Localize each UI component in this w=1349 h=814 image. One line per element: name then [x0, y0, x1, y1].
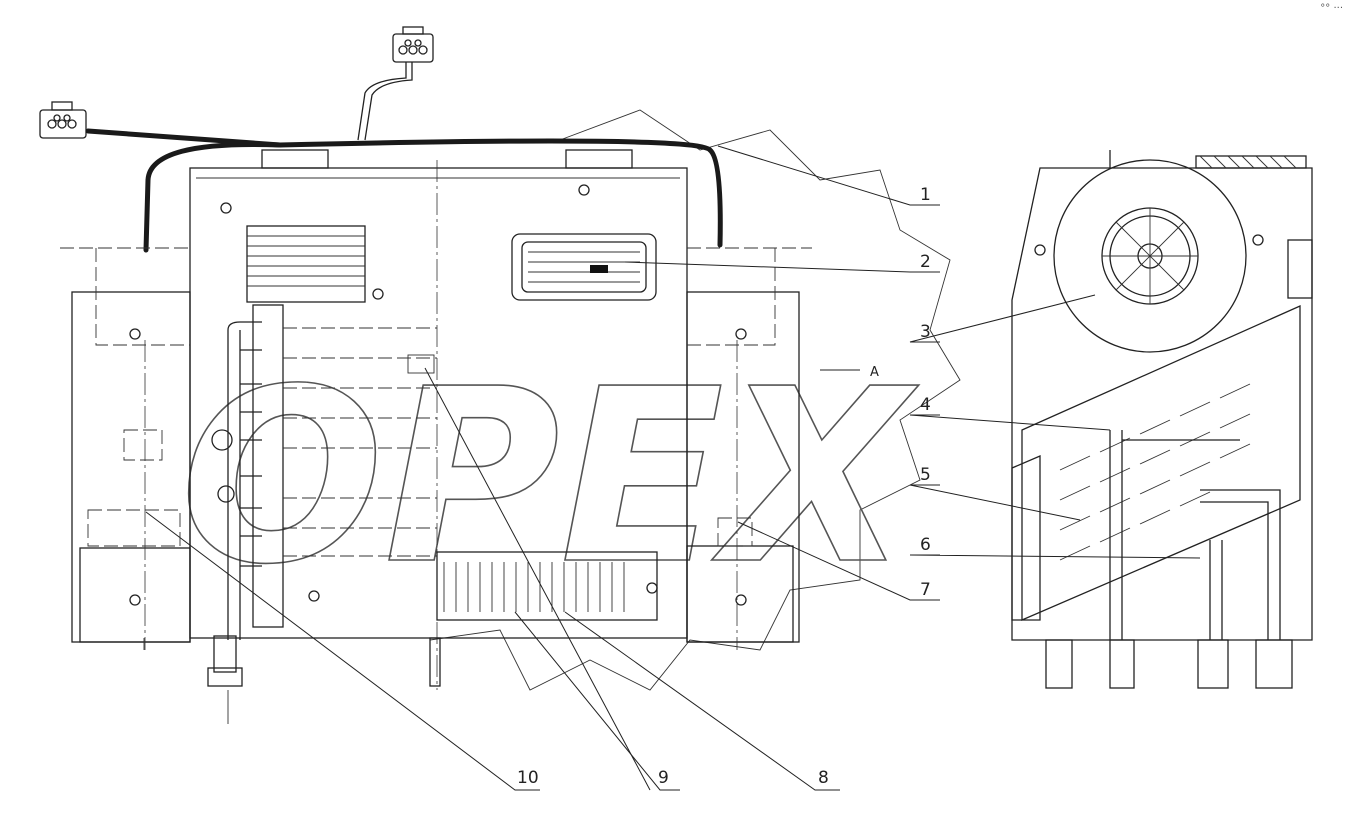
cable-harness	[85, 128, 723, 248]
callout-2: 2	[920, 252, 931, 272]
bottom-grille	[436, 551, 658, 621]
leader-lines	[145, 145, 1201, 791]
callout-8: 8	[818, 768, 829, 788]
front-view	[39, 26, 812, 724]
watermark-text: OPEX	[180, 337, 919, 617]
watermark: OPEX	[179, 109, 961, 691]
side-coil	[1021, 304, 1301, 621]
callout-3: 3	[920, 322, 931, 342]
callout-7: 7	[920, 580, 931, 600]
callout-6: 6	[920, 535, 931, 555]
callout-4: 4	[920, 395, 931, 415]
screws	[129, 184, 747, 606]
callout-9: 9	[658, 768, 669, 788]
connector-left	[39, 101, 87, 139]
air-outlet	[511, 233, 657, 301]
corner-mark: °° ···	[1320, 3, 1343, 14]
view-marker: A	[870, 365, 879, 380]
callouts: 1 2 3 4 5 6 7 8 9 10 A	[517, 185, 931, 788]
vent-grille-left	[246, 225, 366, 303]
side-housing	[1011, 167, 1313, 641]
left-side-box	[71, 291, 191, 643]
connector-top	[392, 26, 434, 63]
callout-10: 10	[517, 768, 539, 788]
callout-5: 5	[920, 465, 931, 485]
callout-1: 1	[920, 185, 931, 205]
blower-fan	[1053, 159, 1247, 353]
side-view	[1011, 150, 1313, 689]
evaporator-core	[207, 304, 437, 687]
